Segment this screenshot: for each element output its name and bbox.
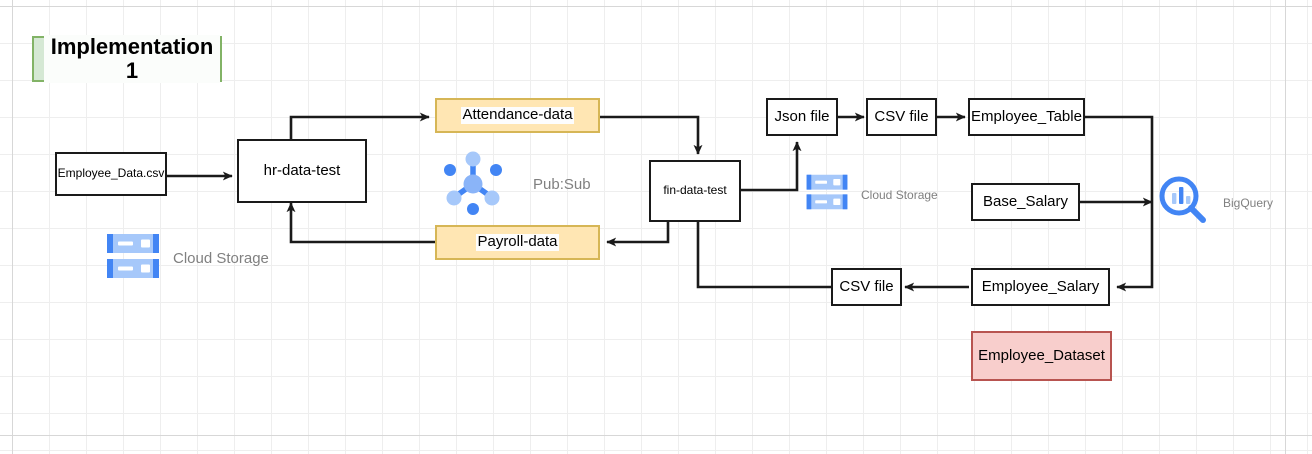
edge-payroll-data-to-hr-data-test: [286, 202, 435, 244]
edge-employee-table-to-employee-salary: [1085, 115, 1154, 292]
node-hr-data-test-label: hr-data-test: [263, 161, 341, 179]
title-banner: Implementation 1: [32, 34, 222, 84]
edge-attendance-data-to-fin-data-test: [600, 115, 703, 155]
page-boundary-top: [0, 6, 1312, 7]
service-cloud-storage-left: Cloud Storage: [105, 232, 269, 285]
pubsub-icon: [437, 146, 509, 223]
node-employee-table[interactable]: Employee_Table: [968, 98, 1085, 136]
node-employee-data-csv-label: Employee_Data.csv: [57, 166, 165, 181]
node-json-file-label: Json file: [774, 107, 830, 125]
page-boundary-right: [1285, 0, 1286, 454]
service-pubsub-label: Pub:Sub: [533, 176, 591, 193]
edge-fin-data-test-to-json-file: [741, 141, 802, 192]
node-csv-file-bottom[interactable]: CSV file: [831, 268, 902, 306]
node-csv-file-top-label: CSV file: [874, 107, 929, 125]
cloud-storage-icon: [805, 173, 849, 216]
service-bigquery: BigQuery: [1155, 172, 1273, 233]
service-cloud-storage-right-label: Cloud Storage: [861, 187, 938, 202]
node-employee-dataset-label: Employee_Dataset: [978, 346, 1105, 364]
title-banner-label: Implementation 1: [44, 34, 220, 84]
node-employee-dataset[interactable]: Employee_Dataset: [971, 331, 1112, 381]
node-attendance-data-label: Attendance-data: [461, 106, 574, 124]
node-employee-salary[interactable]: Employee_Salary: [971, 268, 1110, 306]
node-csv-file-top[interactable]: CSV file: [866, 98, 937, 136]
node-employee-table-label: Employee_Table: [971, 107, 1082, 125]
bigquery-icon: [1155, 172, 1211, 233]
node-base-salary-label: Base_Salary: [982, 192, 1069, 210]
service-pubsub: Pub:Sub: [437, 146, 591, 223]
node-payroll-data[interactable]: Payroll-data: [435, 225, 600, 260]
node-hr-data-test[interactable]: hr-data-test: [237, 139, 367, 203]
cloud-storage-icon: [105, 232, 161, 285]
node-base-salary[interactable]: Base_Salary: [971, 183, 1080, 221]
node-employee-data-csv[interactable]: Employee_Data.csv: [55, 152, 167, 196]
service-cloud-storage-left-label: Cloud Storage: [173, 250, 269, 267]
service-cloud-storage-right: Cloud Storage: [805, 173, 938, 216]
node-fin-data-test[interactable]: fin-data-test: [649, 160, 741, 222]
page-boundary-left: [12, 0, 13, 454]
service-bigquery-label: BigQuery: [1223, 195, 1274, 210]
node-payroll-data-label: Payroll-data: [476, 233, 559, 251]
node-fin-data-test-label: fin-data-test: [663, 183, 727, 198]
node-employee-salary-label: Employee_Salary: [981, 277, 1100, 295]
node-attendance-data[interactable]: Attendance-data: [435, 98, 600, 133]
node-csv-file-bottom-label: CSV file: [839, 277, 894, 295]
node-json-file[interactable]: Json file: [766, 98, 838, 136]
page-boundary-bottom: [0, 435, 1312, 436]
